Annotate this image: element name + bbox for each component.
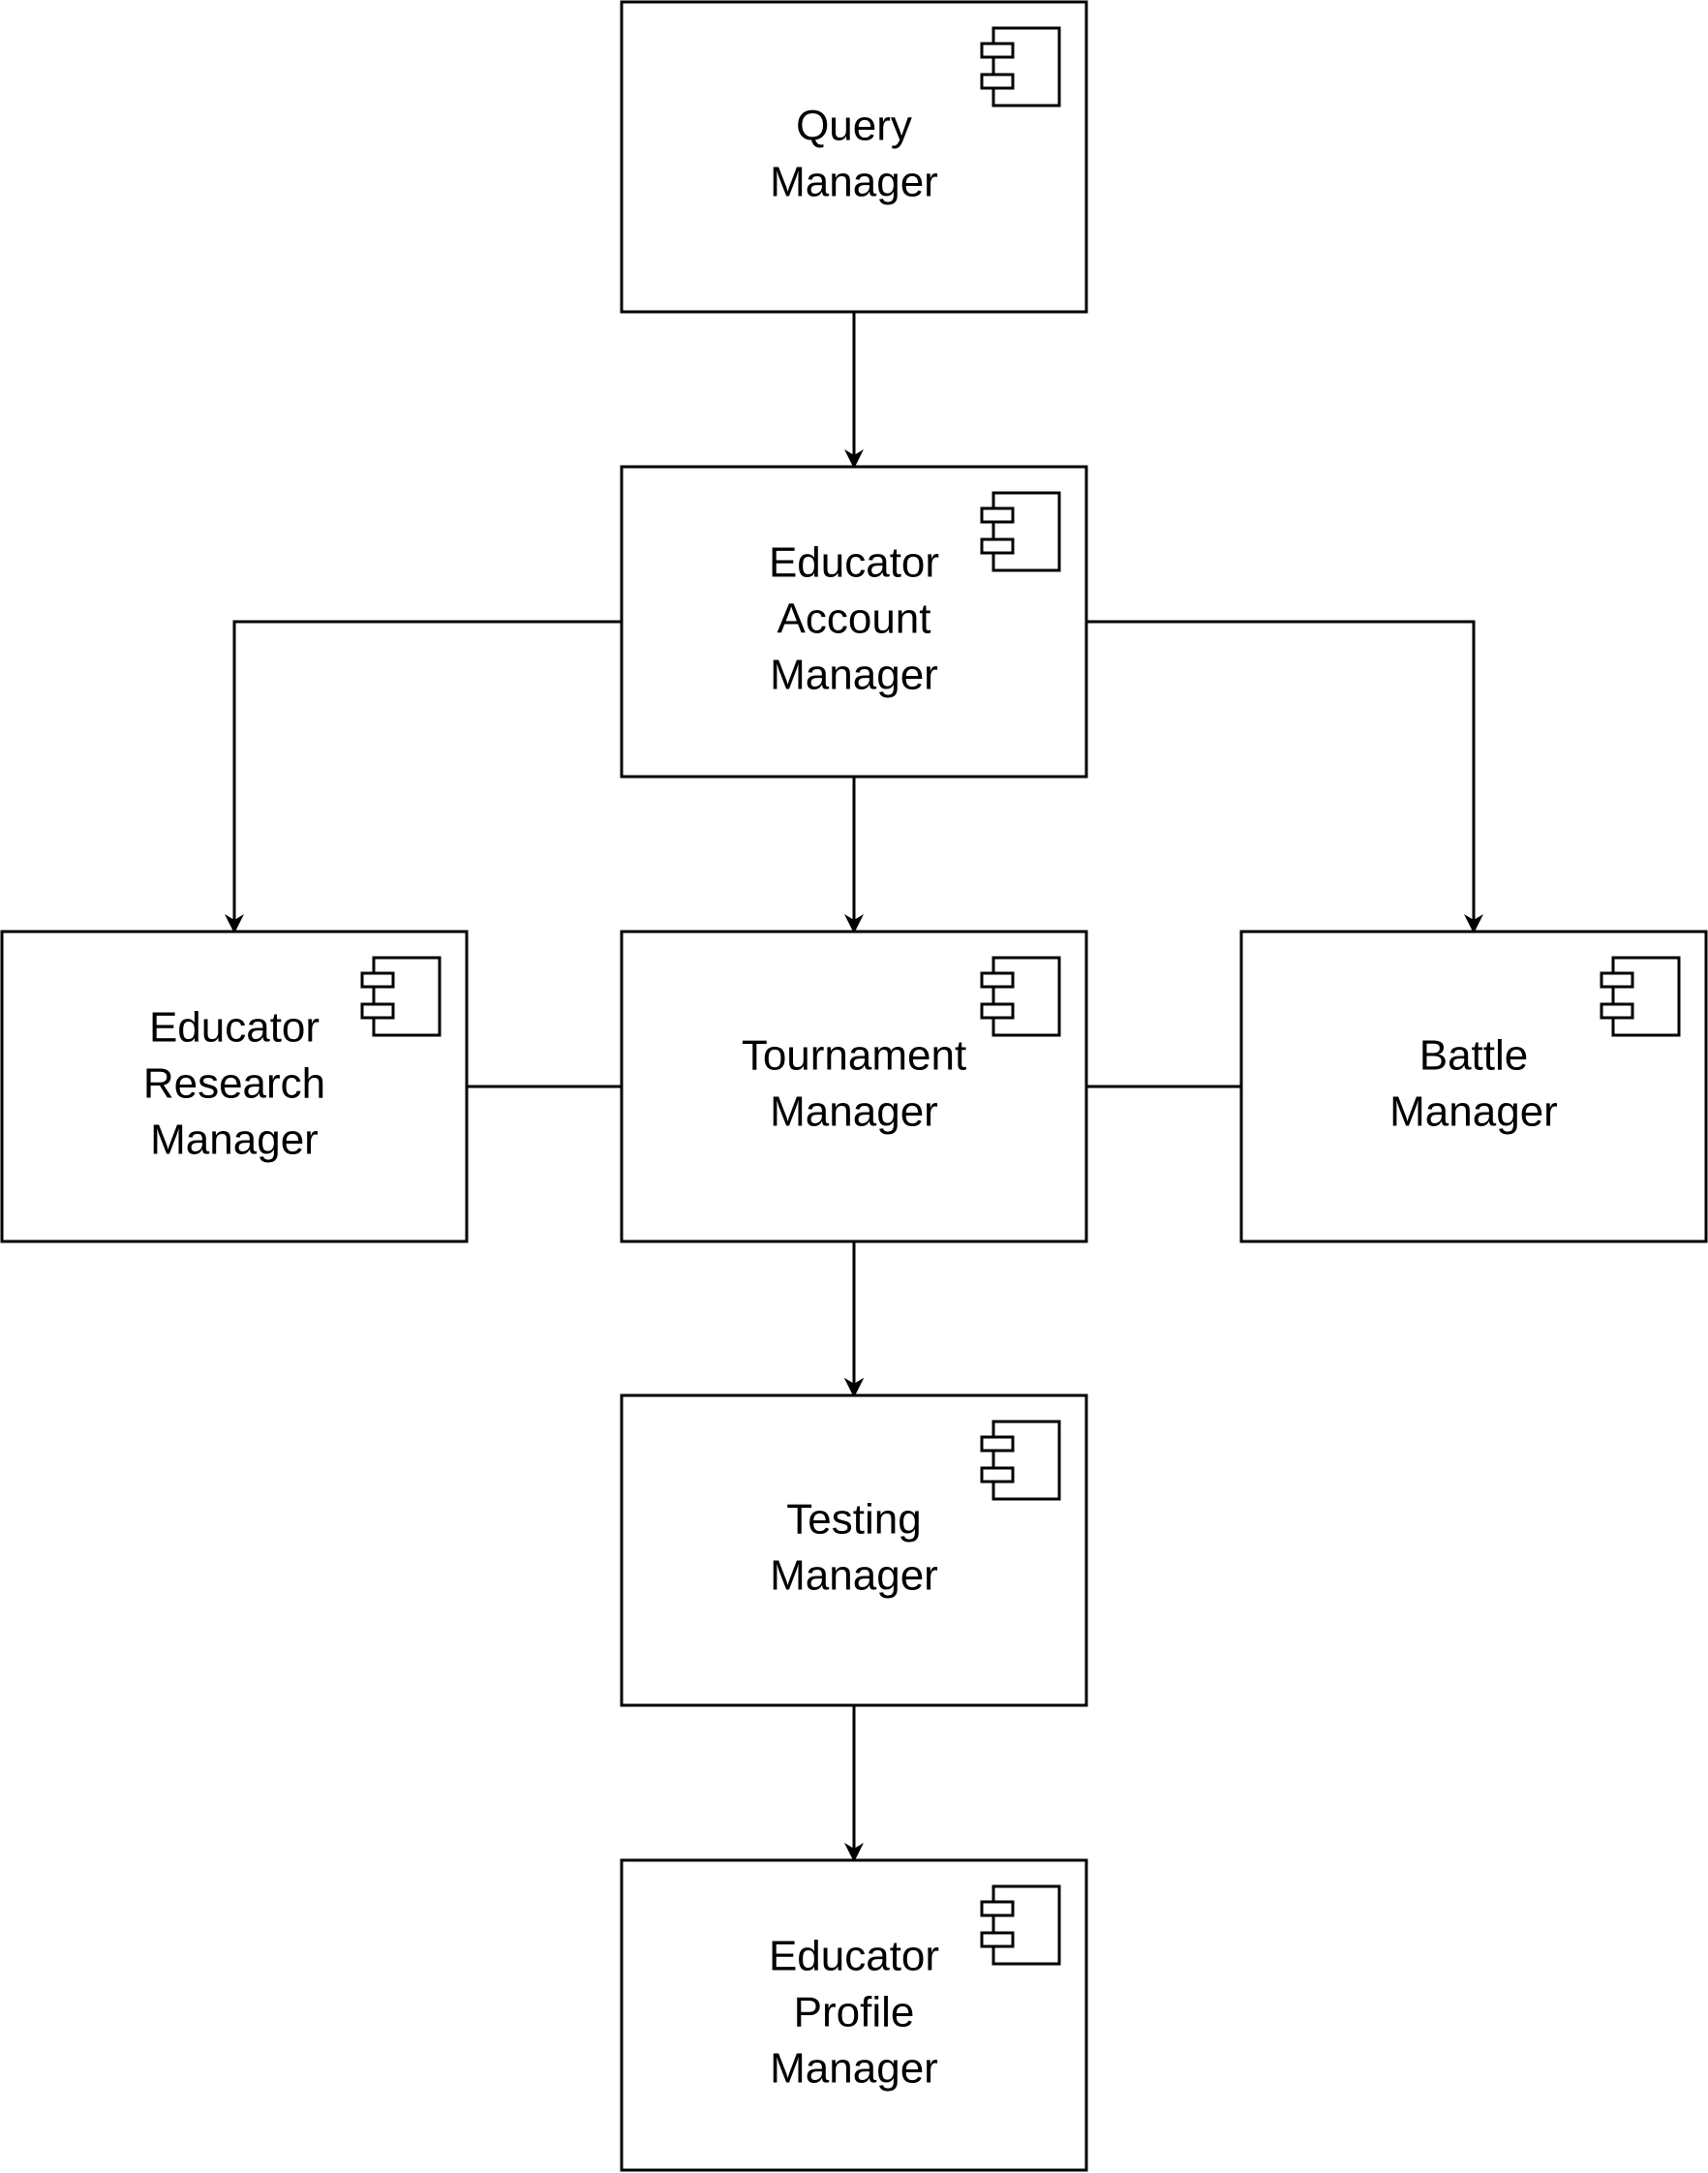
- component-icon: [980, 1420, 1061, 1501]
- component-icon: [360, 956, 442, 1037]
- component-label-line: Manager: [770, 2045, 938, 2093]
- component-label-line: Manager: [770, 652, 938, 699]
- component-icon: [980, 491, 1061, 572]
- component-label-line: Battle: [1419, 1032, 1529, 1080]
- component-icon: [1600, 956, 1681, 1037]
- component-label-line: Tournament: [742, 1032, 966, 1080]
- component-label-line: Query: [796, 103, 912, 150]
- component-icon: [980, 956, 1061, 1037]
- component-label-line: Manager: [1389, 1088, 1558, 1136]
- component-label-line: Manager: [150, 1117, 319, 1164]
- component-label-line: Manager: [770, 159, 938, 206]
- component-label-line: Profile: [794, 1989, 915, 2036]
- component-label-line: Testing: [786, 1496, 921, 1544]
- component-label-line: Educator: [769, 1933, 939, 1980]
- component-label-line: Educator: [769, 539, 939, 587]
- component-label-line: Account: [778, 596, 931, 643]
- component-label-line: Manager: [770, 1552, 938, 1600]
- component-label-line: Educator: [149, 1004, 320, 1052]
- dependency-arrow-account-to-battle: [1086, 620, 1483, 933]
- component-icon: [980, 26, 1061, 107]
- dependency-arrow-account-to-research: [225, 620, 622, 933]
- component-label-line: Research: [143, 1060, 325, 1108]
- component-icon: [980, 1884, 1061, 1966]
- component-label-line: Manager: [770, 1088, 938, 1136]
